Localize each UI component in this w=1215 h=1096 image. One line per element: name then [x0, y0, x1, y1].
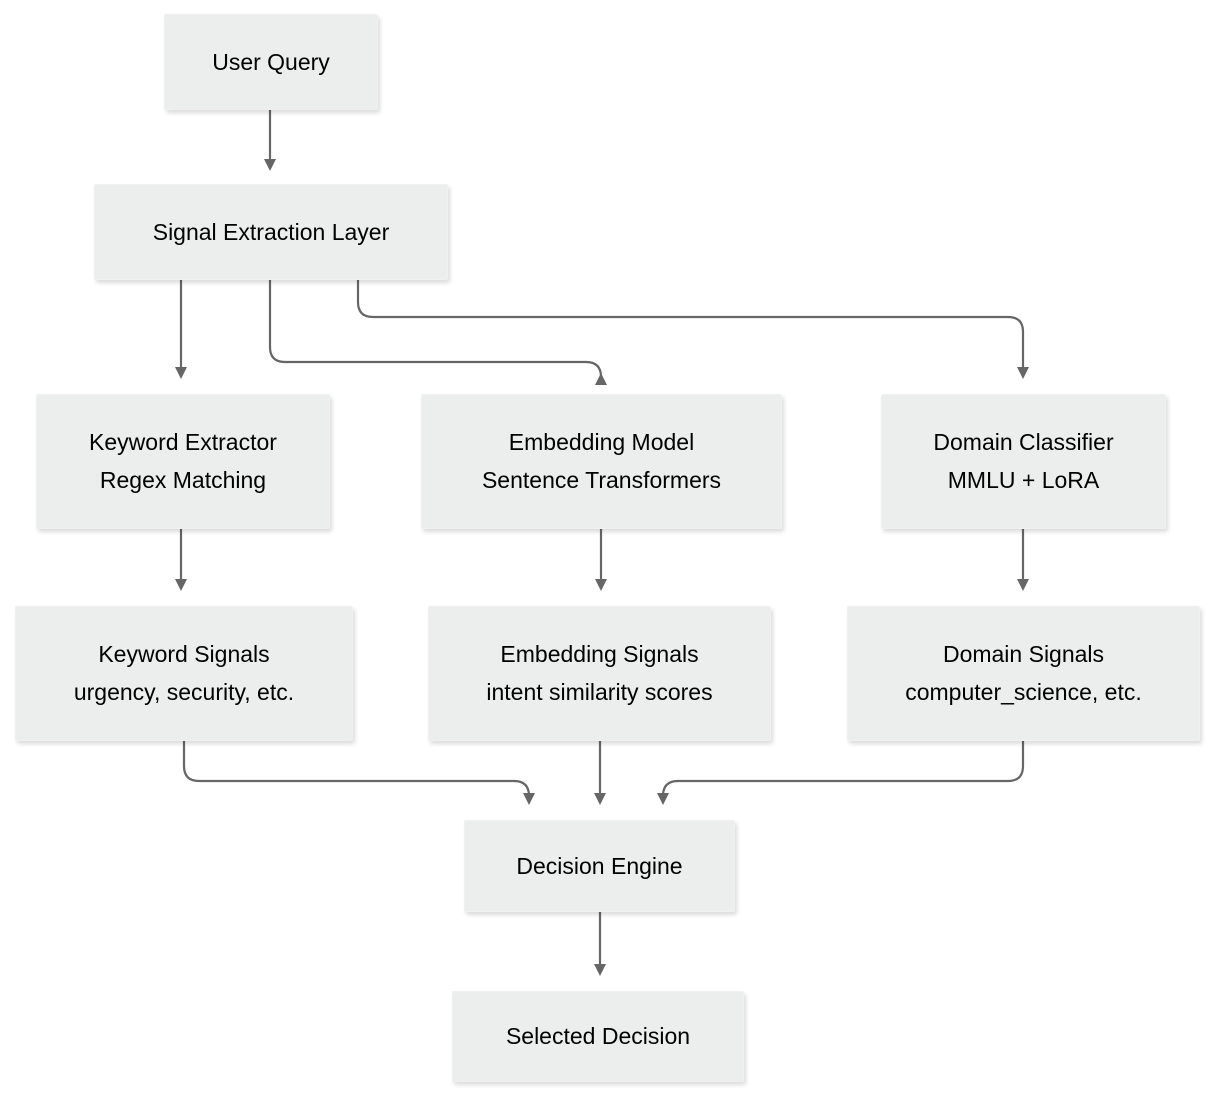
edge-signal-extraction-to-domain-classifier [356, 280, 1029, 379]
node-embedding-model-line1: Embedding Model [508, 429, 695, 455]
node-domain-classifier-line2: MMLU + LoRA [947, 467, 1100, 493]
node-user-query[interactable]: User Query [164, 14, 378, 110]
node-keyword-signals-line1: Keyword Signals [98, 641, 270, 667]
node-domain-signals[interactable]: Domain Signals computer_science, etc. [847, 606, 1200, 741]
node-embedding-signals[interactable]: Embedding Signals intent similarity scor… [428, 606, 771, 741]
node-keyword-extractor-line2: Regex Matching [99, 467, 267, 493]
node-embedding-signals-line2: intent similarity scores [486, 679, 713, 705]
node-keyword-signals[interactable]: Keyword Signals urgency, security, etc. [15, 606, 353, 741]
node-signal-extraction-layer-line1: Signal Extraction Layer [152, 218, 390, 245]
node-keyword-extractor[interactable]: Keyword Extractor Regex Matching [36, 394, 330, 529]
node-domain-signals-line1: Domain Signals [942, 641, 1105, 667]
node-embedding-model-line2: Sentence Transformers [481, 467, 722, 493]
edge-keyword-signals-to-decision-engine [182, 741, 535, 805]
node-keyword-signals-line2: urgency, security, etc. [73, 679, 295, 705]
node-decision-engine[interactable]: Decision Engine [464, 820, 735, 912]
node-selected-decision[interactable]: Selected Decision [452, 991, 744, 1082]
node-decision-engine-line1: Decision Engine [516, 852, 683, 879]
node-domain-signals-line2: computer_science, etc. [905, 679, 1142, 705]
node-signal-extraction-layer[interactable]: Signal Extraction Layer [94, 184, 448, 280]
node-keyword-extractor-line1: Keyword Extractor [89, 429, 277, 455]
edge-domain-signals-to-decision-engine [657, 741, 1025, 805]
node-domain-classifier[interactable]: Domain Classifier MMLU + LoRA [881, 394, 1166, 529]
edge-signal-extraction-to-embedding-model [268, 280, 607, 385]
node-embedding-model[interactable]: Embedding Model Sentence Transformers [421, 394, 782, 529]
node-domain-classifier-line1: Domain Classifier [933, 429, 1114, 455]
node-user-query-line1: User Query [212, 48, 330, 75]
node-embedding-signals-line1: Embedding Signals [500, 641, 699, 667]
node-selected-decision-line1: Selected Decision [505, 1023, 691, 1049]
